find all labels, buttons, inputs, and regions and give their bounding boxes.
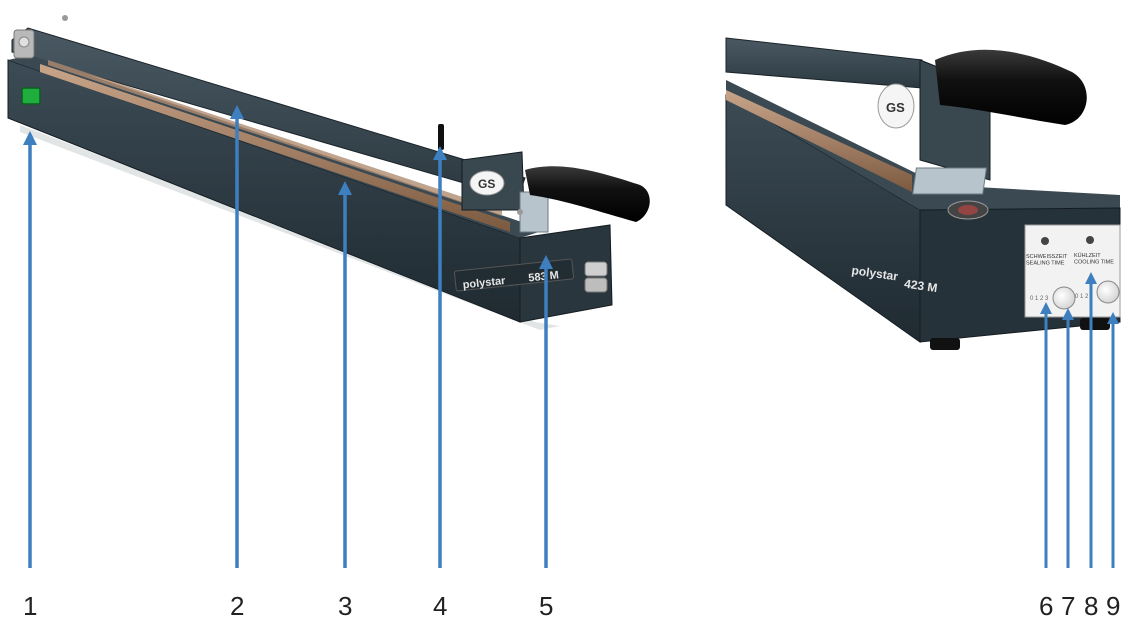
callout-label-8: 8 xyxy=(1084,591,1098,621)
right-upper-arm xyxy=(725,37,923,89)
left-handle-bracket xyxy=(519,191,549,233)
right-handle[interactable] xyxy=(935,49,1087,125)
right-model-label: polystar xyxy=(851,263,900,283)
callout-arrows xyxy=(23,105,1119,568)
left-model-number: 583 M xyxy=(528,269,560,284)
callout-label-5: 5 xyxy=(539,591,553,621)
callout-labels: 1 2 3 4 5 6 7 8 9 xyxy=(23,591,1120,621)
left-handle[interactable] xyxy=(525,166,650,222)
svg-text:GS: GS xyxy=(478,177,495,191)
callout-label-6: 6 xyxy=(1039,591,1053,621)
left-screw-1 xyxy=(62,15,68,21)
left-sealer-machine: GS polystar 583 M xyxy=(7,15,650,330)
svg-text:0 1 2 3: 0 1 2 3 xyxy=(1030,296,1049,302)
left-screw-2 xyxy=(517,209,523,215)
right-head-plate xyxy=(912,167,987,195)
power-switch[interactable] xyxy=(21,87,41,105)
callout-label-1: 1 xyxy=(23,591,37,621)
svg-text:0 1 2: 0 1 2 xyxy=(1075,294,1089,300)
left-side-knob-2 xyxy=(584,277,608,293)
callout-label-4: 4 xyxy=(433,591,447,621)
left-hinge-bolt xyxy=(18,36,30,48)
right-foot-1 xyxy=(930,338,960,350)
callout-label-9: 9 xyxy=(1106,591,1120,621)
svg-text:GS: GS xyxy=(886,100,905,115)
right-foot-2 xyxy=(1080,318,1110,330)
right-sealing-bar xyxy=(726,90,912,192)
left-model-label: polystar xyxy=(462,275,507,291)
gs-logo-left xyxy=(469,170,505,196)
left-sealing-bar xyxy=(40,64,510,232)
sealing-indicator-lamp xyxy=(1041,237,1049,245)
callout-label-7: 7 xyxy=(1061,591,1075,621)
callout-label-3: 3 xyxy=(338,591,352,621)
left-side-knob-1 xyxy=(584,261,608,277)
left-sealing-bar-upper xyxy=(48,60,502,216)
cooling-indicator-lamp xyxy=(1086,236,1094,244)
cooling-time-knob[interactable] xyxy=(1096,280,1120,304)
gs-logo-right xyxy=(877,83,915,129)
callout-label-2: 2 xyxy=(230,591,244,621)
left-pin xyxy=(438,124,444,150)
sealing-time-knob[interactable] xyxy=(1052,286,1076,310)
right-model-number: 423 M xyxy=(903,277,938,296)
